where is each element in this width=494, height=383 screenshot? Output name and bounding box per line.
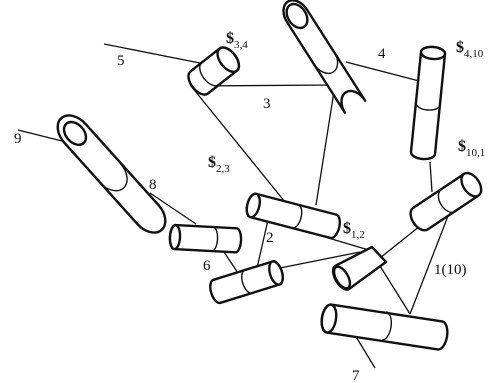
- link-label-4: 4: [378, 46, 386, 62]
- link-3-right-line: [315, 84, 336, 206]
- link-label-7: 7: [352, 368, 360, 383]
- screw-labels: $3,4 $4,10 $2,3 $10,1 $1,2: [208, 30, 485, 241]
- screw-label-2-3: $2,3: [208, 154, 230, 175]
- screw-label-3-4: $3,4: [226, 30, 248, 51]
- cylinder-joint-9: [56, 114, 167, 234]
- link-5-line: [103, 43, 206, 65]
- link-label-3: 3: [263, 96, 271, 112]
- link-2-lower-line: [279, 251, 361, 269]
- screw-label-10-1: $10,1: [458, 138, 485, 159]
- link-8-line: [149, 192, 197, 225]
- link-1-lower-line: [379, 265, 411, 315]
- screw-label-1-2: $1,2: [343, 220, 365, 241]
- link-labels: 5 3 4 9 8 2 6 1(10) 7: [14, 46, 467, 383]
- link-label-6: 6: [203, 258, 211, 274]
- cylinder-joint-2-3: [245, 192, 342, 240]
- link-7-line: [354, 334, 376, 369]
- link-3-diagonal-line: [190, 85, 299, 219]
- link-label-1-10: 1(10): [434, 262, 467, 278]
- link-label-8: 8: [149, 177, 157, 193]
- link-4-line: [345, 61, 424, 83]
- link-2-left-line: [256, 219, 269, 269]
- cylinder-joint-1-2: [331, 245, 388, 291]
- cylinder-joint-3: [282, 0, 367, 114]
- screw-label-4-10: $4,10: [456, 39, 484, 60]
- cylinder-joint-6: [209, 260, 284, 305]
- cylinder-joint-5: [187, 46, 241, 96]
- cylinder-joint-10: [409, 171, 483, 232]
- link-label-5: 5: [117, 53, 125, 69]
- link-10-connector-line: [429, 161, 433, 193]
- cylinder-joint-4: [409, 45, 447, 161]
- link-label-9: 9: [14, 131, 22, 147]
- cylinder-joint-8: [168, 223, 243, 254]
- cylinder-joint-7: [320, 303, 449, 351]
- link-label-2: 2: [266, 230, 274, 246]
